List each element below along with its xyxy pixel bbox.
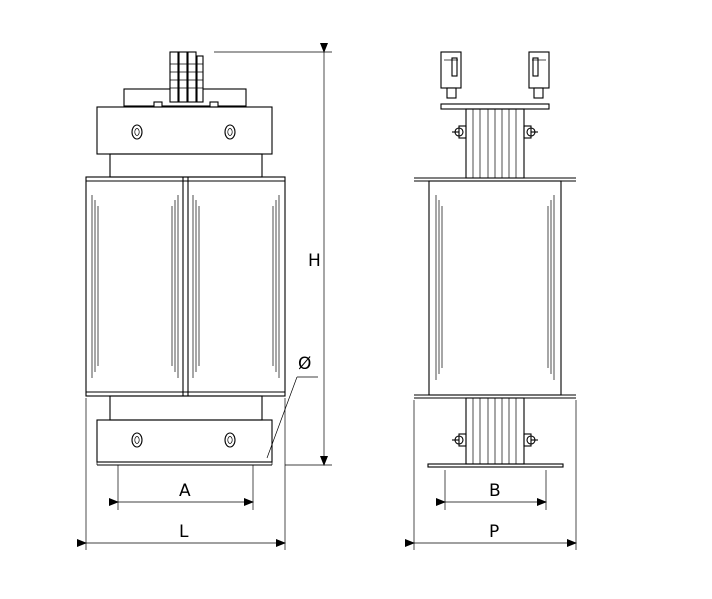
- dimension-a: A: [109, 465, 254, 510]
- side-bottom-core: [427, 397, 564, 468]
- front-coils: [85, 176, 286, 397]
- side-view: [414, 51, 576, 468]
- dimension-b: B: [436, 470, 547, 510]
- front-bottom-clamp: [96, 395, 273, 466]
- diameter-label: Ø: [298, 354, 311, 374]
- dimension-h: H: [214, 43, 332, 466]
- side-coil: [414, 177, 576, 399]
- diameter-leader: Ø: [266, 354, 318, 459]
- side-terminal-left: [440, 51, 462, 99]
- overall-length-label: L: [179, 522, 189, 542]
- dimension-l: L: [77, 398, 286, 550]
- height-label: H: [308, 251, 321, 271]
- dimension-p: P: [405, 400, 577, 550]
- front-view: Ø: [85, 51, 318, 466]
- overall-depth-label: P: [489, 522, 499, 542]
- side-terminal-right: [528, 51, 550, 99]
- inner-depth-label: B: [489, 481, 501, 501]
- inner-width-label: A: [179, 481, 191, 501]
- side-top-core: [452, 108, 538, 179]
- front-terminal-block: [123, 51, 247, 108]
- front-top-clamp: [96, 106, 273, 178]
